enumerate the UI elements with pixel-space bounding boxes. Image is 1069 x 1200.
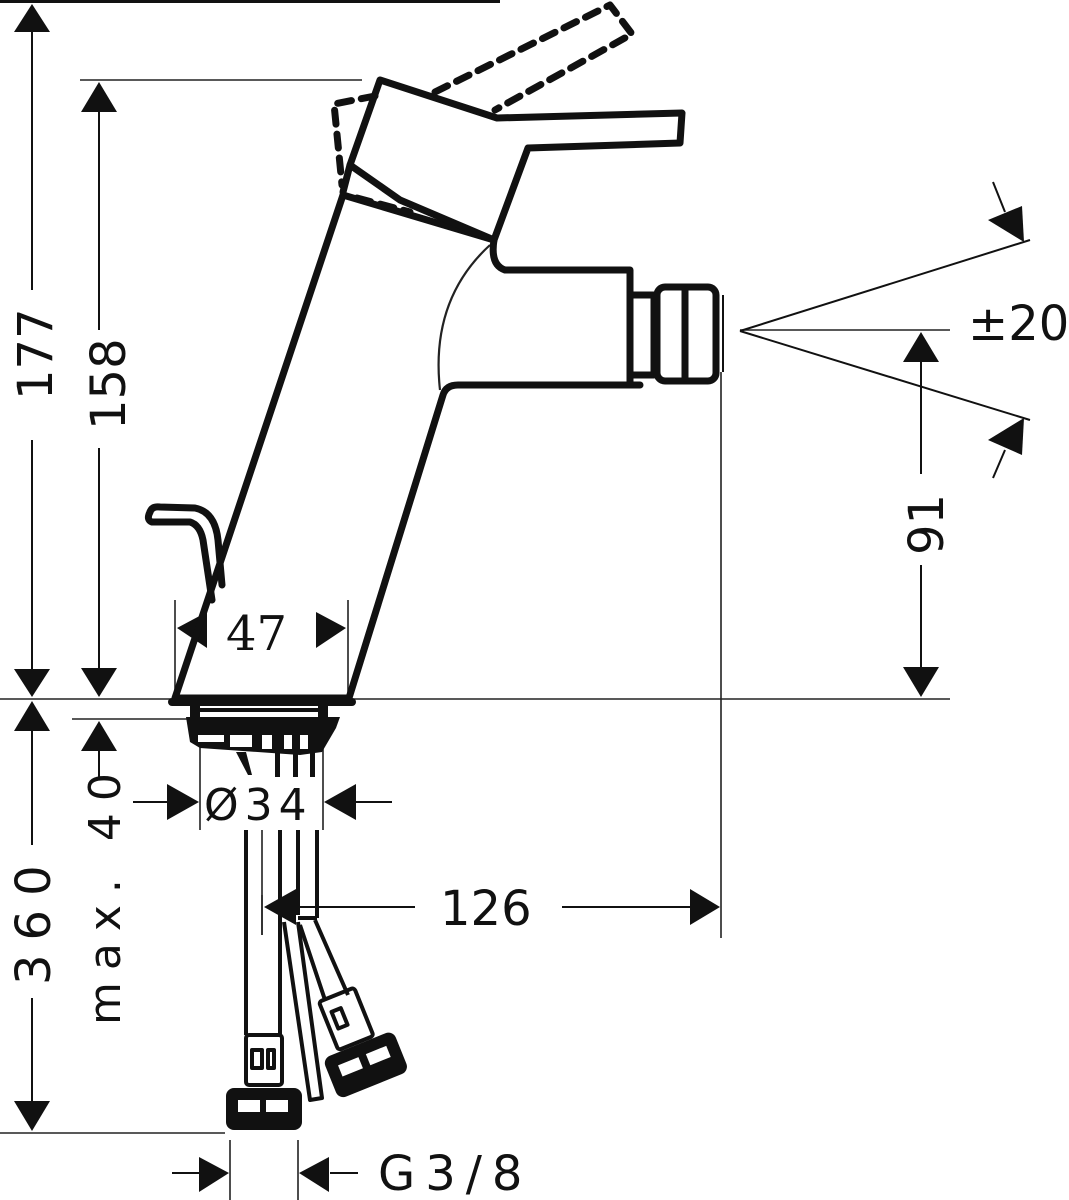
dim-label-177: 177	[8, 308, 64, 400]
dim-label-91: 91	[899, 494, 955, 555]
mounting-fixing	[186, 705, 340, 777]
dim-label-158: 158	[81, 338, 137, 430]
dimension-diameter-34: Ø34	[133, 745, 392, 831]
hose-fitting-angled	[317, 986, 407, 1098]
dimension-max-40: max. 40	[80, 721, 131, 1025]
dimension-spray-angle: ±20	[739, 181, 1069, 479]
dim-label-plus-minus-20: ±20	[968, 296, 1069, 352]
dim-label-47: 47	[226, 606, 287, 662]
extension-lines	[0, 0, 950, 1134]
dimension-177: 177	[8, 4, 64, 697]
dim-label-126: 126	[440, 881, 532, 937]
dim-label-max-40: max. 40	[80, 761, 131, 1025]
supply-hoses	[226, 830, 407, 1130]
dimension-g3-8: G3/8	[172, 1140, 532, 1200]
dim-label-diameter-34: Ø34	[204, 780, 313, 831]
dimension-126: 126	[261, 881, 720, 937]
dimension-91: 91	[899, 332, 955, 697]
mixer-lever-open-dashed	[330, 1, 636, 216]
dimension-158: 158	[81, 82, 137, 697]
spray-nozzle	[626, 283, 724, 385]
pop-up-rod	[144, 503, 226, 604]
dim-label-g3-8: G3/8	[378, 1146, 532, 1200]
hose-fitting-straight	[226, 1033, 302, 1130]
dimension-360: 360	[6, 701, 62, 1131]
dim-label-360: 360	[6, 851, 62, 985]
